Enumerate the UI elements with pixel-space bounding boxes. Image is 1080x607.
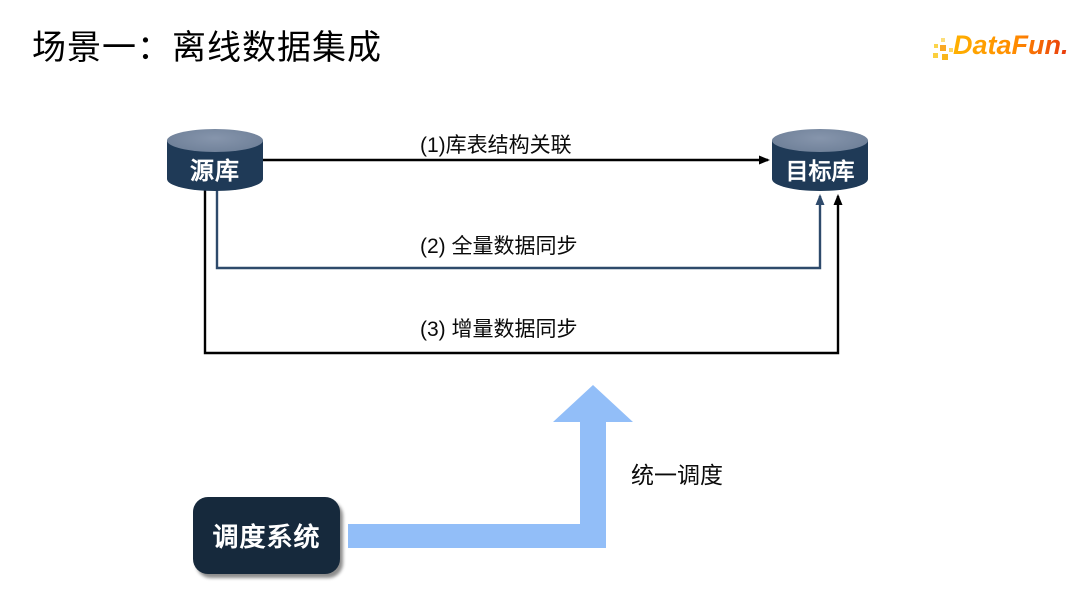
- flow-2-connector: [215, 186, 825, 270]
- target-db-label: 目标库: [785, 157, 855, 184]
- scheduler-label: 调度系统: [212, 522, 321, 552]
- scheduler-box: 调度系统: [193, 497, 340, 574]
- source-db-label: 源库: [190, 158, 240, 185]
- scheduler-arrow-shape: [348, 385, 633, 548]
- flow-3-label: (3) 增量数据同步: [420, 318, 578, 341]
- scheduler-arrow-label: 统一调度: [631, 462, 723, 488]
- flow-1-label: (1)库表结构关联: [420, 134, 572, 157]
- cylinder-top-icon: [167, 129, 263, 152]
- logo-wordmark: DataFun.: [953, 30, 1069, 60]
- cylinder-top-icon: [772, 129, 868, 152]
- logo-mosaic-icon: [933, 36, 955, 66]
- page-title: 场景一：离线数据集成: [32, 29, 382, 67]
- datafun-logo: DataFun.: [933, 30, 1069, 70]
- flow-3-connector: [203, 186, 843, 355]
- flow-2-label: (2) 全量数据同步: [420, 235, 578, 258]
- target-db-cylinder: 目标库: [772, 129, 868, 191]
- source-db-cylinder: 源库: [167, 129, 263, 191]
